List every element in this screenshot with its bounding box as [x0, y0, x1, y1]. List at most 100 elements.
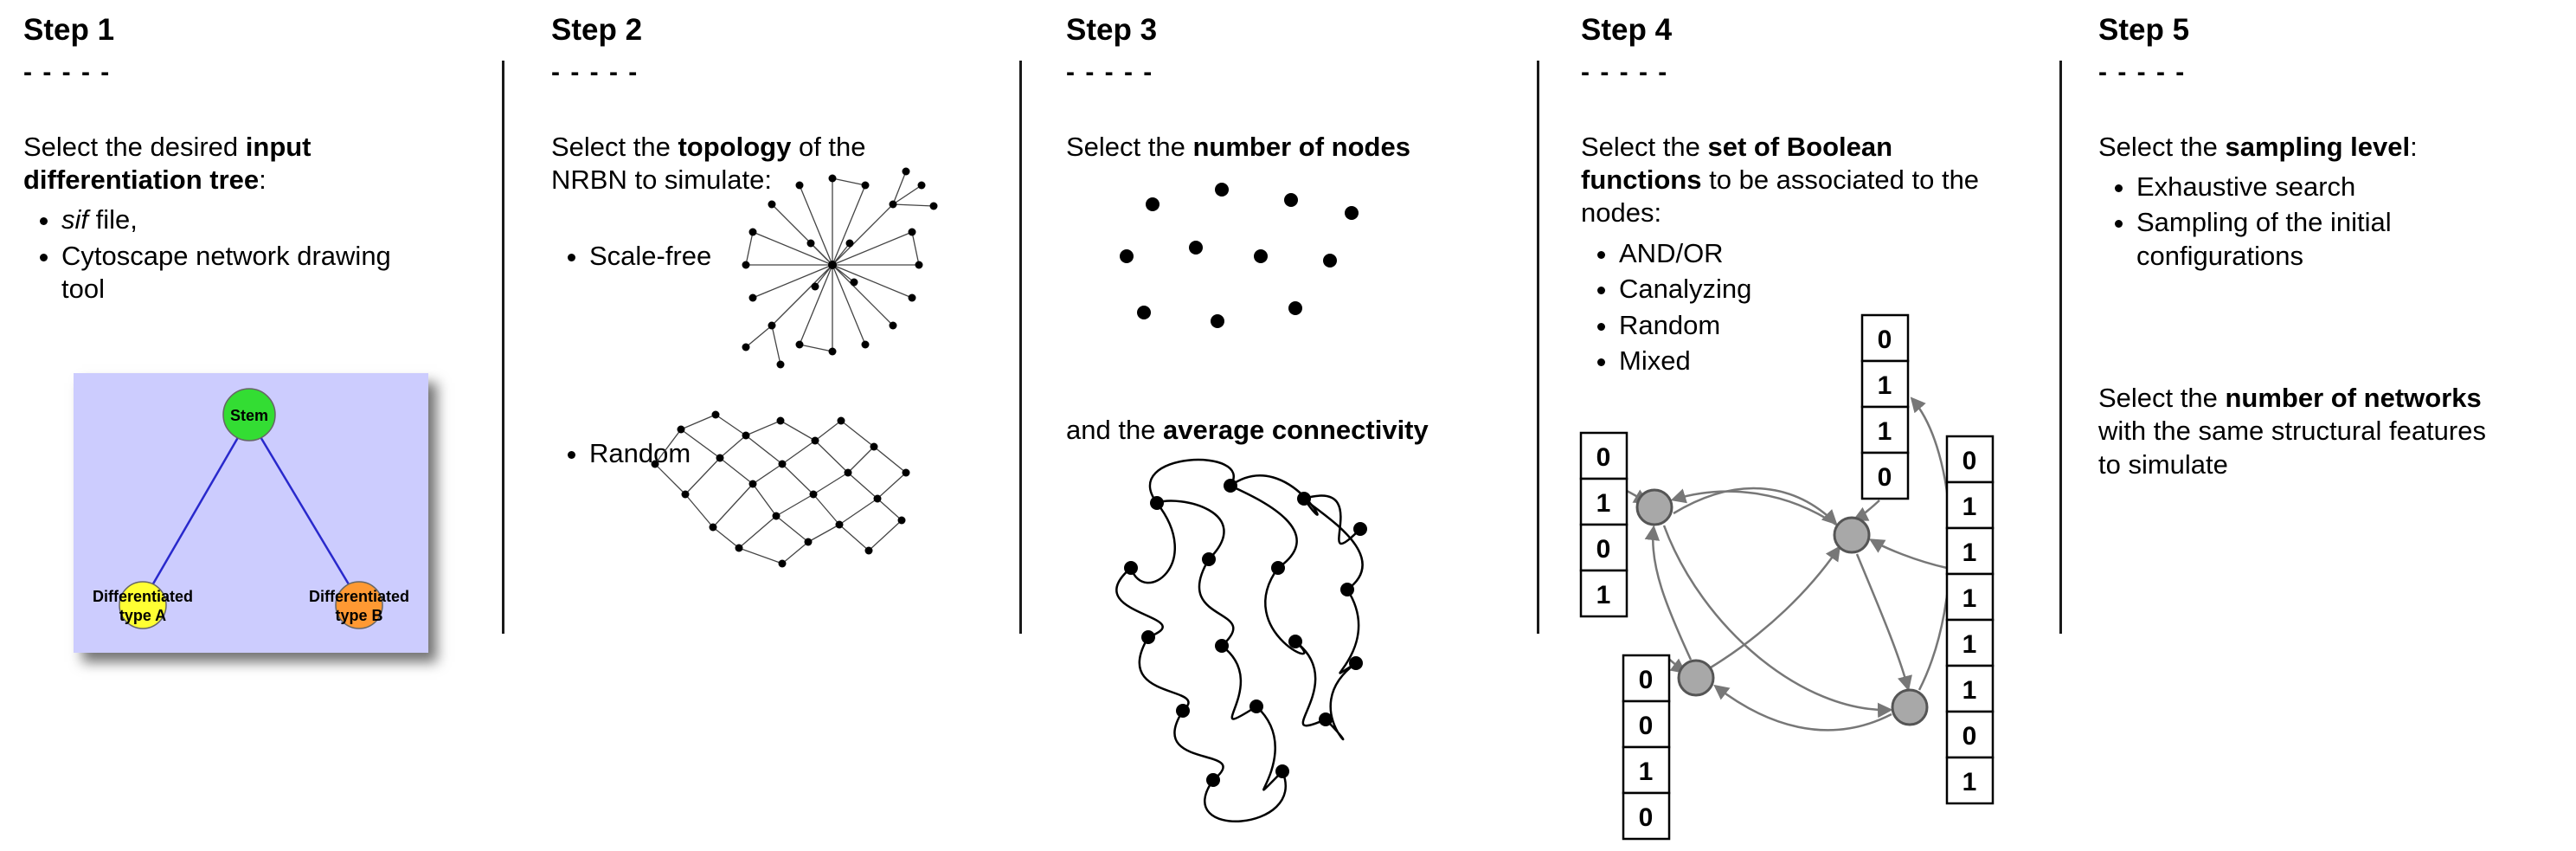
- step-3-dashes: - - - - -: [1066, 57, 1154, 87]
- step-4-column: Step 4 - - - - - Select the set of Boole…: [1579, 13, 2044, 841]
- desc-bold: input differentiation tree: [23, 131, 312, 195]
- svg-text:1: 1: [1878, 417, 1892, 446]
- svg-text:0: 0: [1639, 803, 1654, 832]
- step-3-title: Step 3: [1066, 13, 1158, 47]
- svg-text:1: 1: [1963, 584, 1977, 613]
- scale-free-network-figure: [742, 167, 938, 369]
- column-divider: [502, 61, 504, 634]
- option-sif-file: sif file,: [61, 203, 395, 236]
- svg-text:0: 0: [1878, 326, 1892, 354]
- step-1-options: sif file, Cytoscape network drawing tool: [23, 203, 395, 306]
- step-5-title: Step 5: [2098, 13, 2190, 47]
- step-2-options-scale-free: Scale-free: [551, 237, 711, 275]
- desc-text: of the NRBN to simulate:: [551, 131, 866, 195]
- svg-text:1: 1: [1596, 581, 1611, 609]
- desc-text: Select the: [1581, 131, 1708, 162]
- svg-text:1: 1: [1963, 676, 1977, 705]
- differentiation-tree-svg: Stem Differentiated type A Differentiate…: [74, 373, 428, 653]
- truth-table-left: 0 1 0 1: [1579, 431, 1628, 618]
- option-canalyzing: Canalyzing: [1619, 273, 2044, 306]
- desc-bold: number of nodes: [1192, 131, 1410, 162]
- desc-bold: average connectivity: [1163, 415, 1429, 445]
- step-4-dashes: - - - - -: [1581, 57, 1669, 87]
- step-1-title: Step 1: [23, 13, 115, 47]
- random-network-figure: [651, 410, 910, 568]
- desc-text: :: [259, 164, 267, 195]
- svg-text:0: 0: [1596, 535, 1611, 564]
- boolean-network-figure: 0 1 0 1 0 1 1 0 0: [1579, 313, 1995, 841]
- svg-text:1: 1: [1963, 493, 1977, 521]
- svg-text:0: 0: [1596, 443, 1611, 472]
- svg-text:1: 1: [1963, 630, 1977, 659]
- step-1-dashes: - - - - -: [23, 57, 112, 87]
- column-divider: [1537, 61, 1539, 634]
- tangle-nodes: [1124, 479, 1367, 787]
- step-5-column: Step 5 - - - - - Select the sampling lev…: [2098, 13, 2566, 479]
- nodes-scatter-figure: [1120, 183, 1359, 328]
- network-node-b: [1833, 516, 1871, 554]
- step-2-options-random: Random: [551, 435, 691, 473]
- desc-bold: sampling level: [2225, 131, 2411, 162]
- type-b-node: [335, 581, 383, 629]
- desc-bold: set of Boolean functions: [1581, 131, 1893, 195]
- desc-text: and the: [1066, 415, 1164, 445]
- desc-text: Select the: [2098, 383, 2226, 413]
- truth-table-right: 0 1 1 1 1 1 0 1: [1945, 435, 1995, 805]
- network-node-a: [1635, 488, 1673, 526]
- option-sampling-initial-configurations: Sampling of the initial configurations: [2136, 206, 2566, 273]
- scale-free-edges: [745, 171, 935, 365]
- desc-text: :: [2410, 131, 2418, 162]
- type-a-label-line2: type A: [119, 607, 166, 624]
- network-node-c: [1677, 659, 1715, 697]
- desc-text: Select the: [551, 131, 678, 162]
- network-node-d: [1891, 688, 1929, 726]
- step-2-title: Step 2: [551, 13, 643, 47]
- step-3-column: Step 3 - - - - - Select the number of no…: [1066, 13, 1525, 822]
- option-cytoscape: Cytoscape network drawing tool: [61, 240, 395, 306]
- truth-table-bottom: 0 0 1 0: [1622, 654, 1671, 841]
- svg-text:1: 1: [1963, 768, 1977, 796]
- desc-text: Select the desired: [23, 131, 246, 162]
- svg-text:0: 0: [1639, 712, 1654, 740]
- step-3-description: Select the number of nodes: [1066, 131, 1525, 164]
- svg-text:0: 0: [1639, 666, 1654, 694]
- step-4-options: AND/OR Canalyzing Random Mixed: [1581, 237, 2044, 378]
- differentiation-tree-figure: Stem Differentiated type A Differentiate…: [74, 373, 428, 653]
- step-5-dashes: - - - - -: [2098, 57, 2187, 87]
- connectivity-network-figure: [1115, 458, 1367, 822]
- desc-text: Select the: [1066, 131, 1193, 162]
- option-random: Random: [589, 437, 691, 470]
- svg-text:1: 1: [1639, 758, 1654, 786]
- svg-text:1: 1: [1963, 538, 1977, 567]
- option-exhaustive-search: Exhaustive search: [2136, 171, 2566, 203]
- step-3-connectivity-label: and the average connectivity: [1066, 414, 1429, 447]
- type-a-label-line1: Differentiated: [93, 588, 193, 605]
- stem-node: [222, 388, 276, 442]
- step-2-dashes: - - - - -: [551, 57, 639, 87]
- desc-bold: number of networks: [2225, 383, 2482, 413]
- desc-text: with the same structural features to sim…: [2098, 416, 2486, 480]
- desc-bold: topology: [678, 131, 792, 162]
- random-edges: [654, 414, 907, 564]
- option-scale-free: Scale-free: [589, 240, 711, 273]
- step-4-description: Select the set of Boolean functions to b…: [1581, 131, 1988, 230]
- svg-text:1: 1: [1878, 371, 1892, 400]
- column-divider: [1019, 61, 1022, 634]
- boolean-nodes: [1635, 488, 1929, 726]
- scale-free-nodes: [742, 167, 938, 369]
- svg-text:0: 0: [1963, 722, 1977, 751]
- scatter-dots: [1120, 183, 1359, 328]
- option-random-functions: Random: [1619, 309, 2044, 342]
- desc-text: to be associated to the nodes:: [1581, 164, 1980, 229]
- step-4-title: Step 4: [1581, 13, 1673, 47]
- tree-edges: [141, 417, 361, 603]
- type-b-label-line2: type B: [335, 607, 382, 624]
- option-mixed: Mixed: [1619, 345, 2044, 377]
- type-a-node: [119, 581, 167, 629]
- column-divider: [2059, 61, 2062, 634]
- step-1-column: Step 1 - - - - - Select the desired inpu…: [23, 13, 428, 653]
- step-2-description: Select the topology of the NRBN to simul…: [551, 131, 936, 197]
- step-5-networks-description: Select the number of networks with the s…: [2098, 382, 2505, 481]
- type-b-label-line1: Differentiated: [309, 588, 409, 605]
